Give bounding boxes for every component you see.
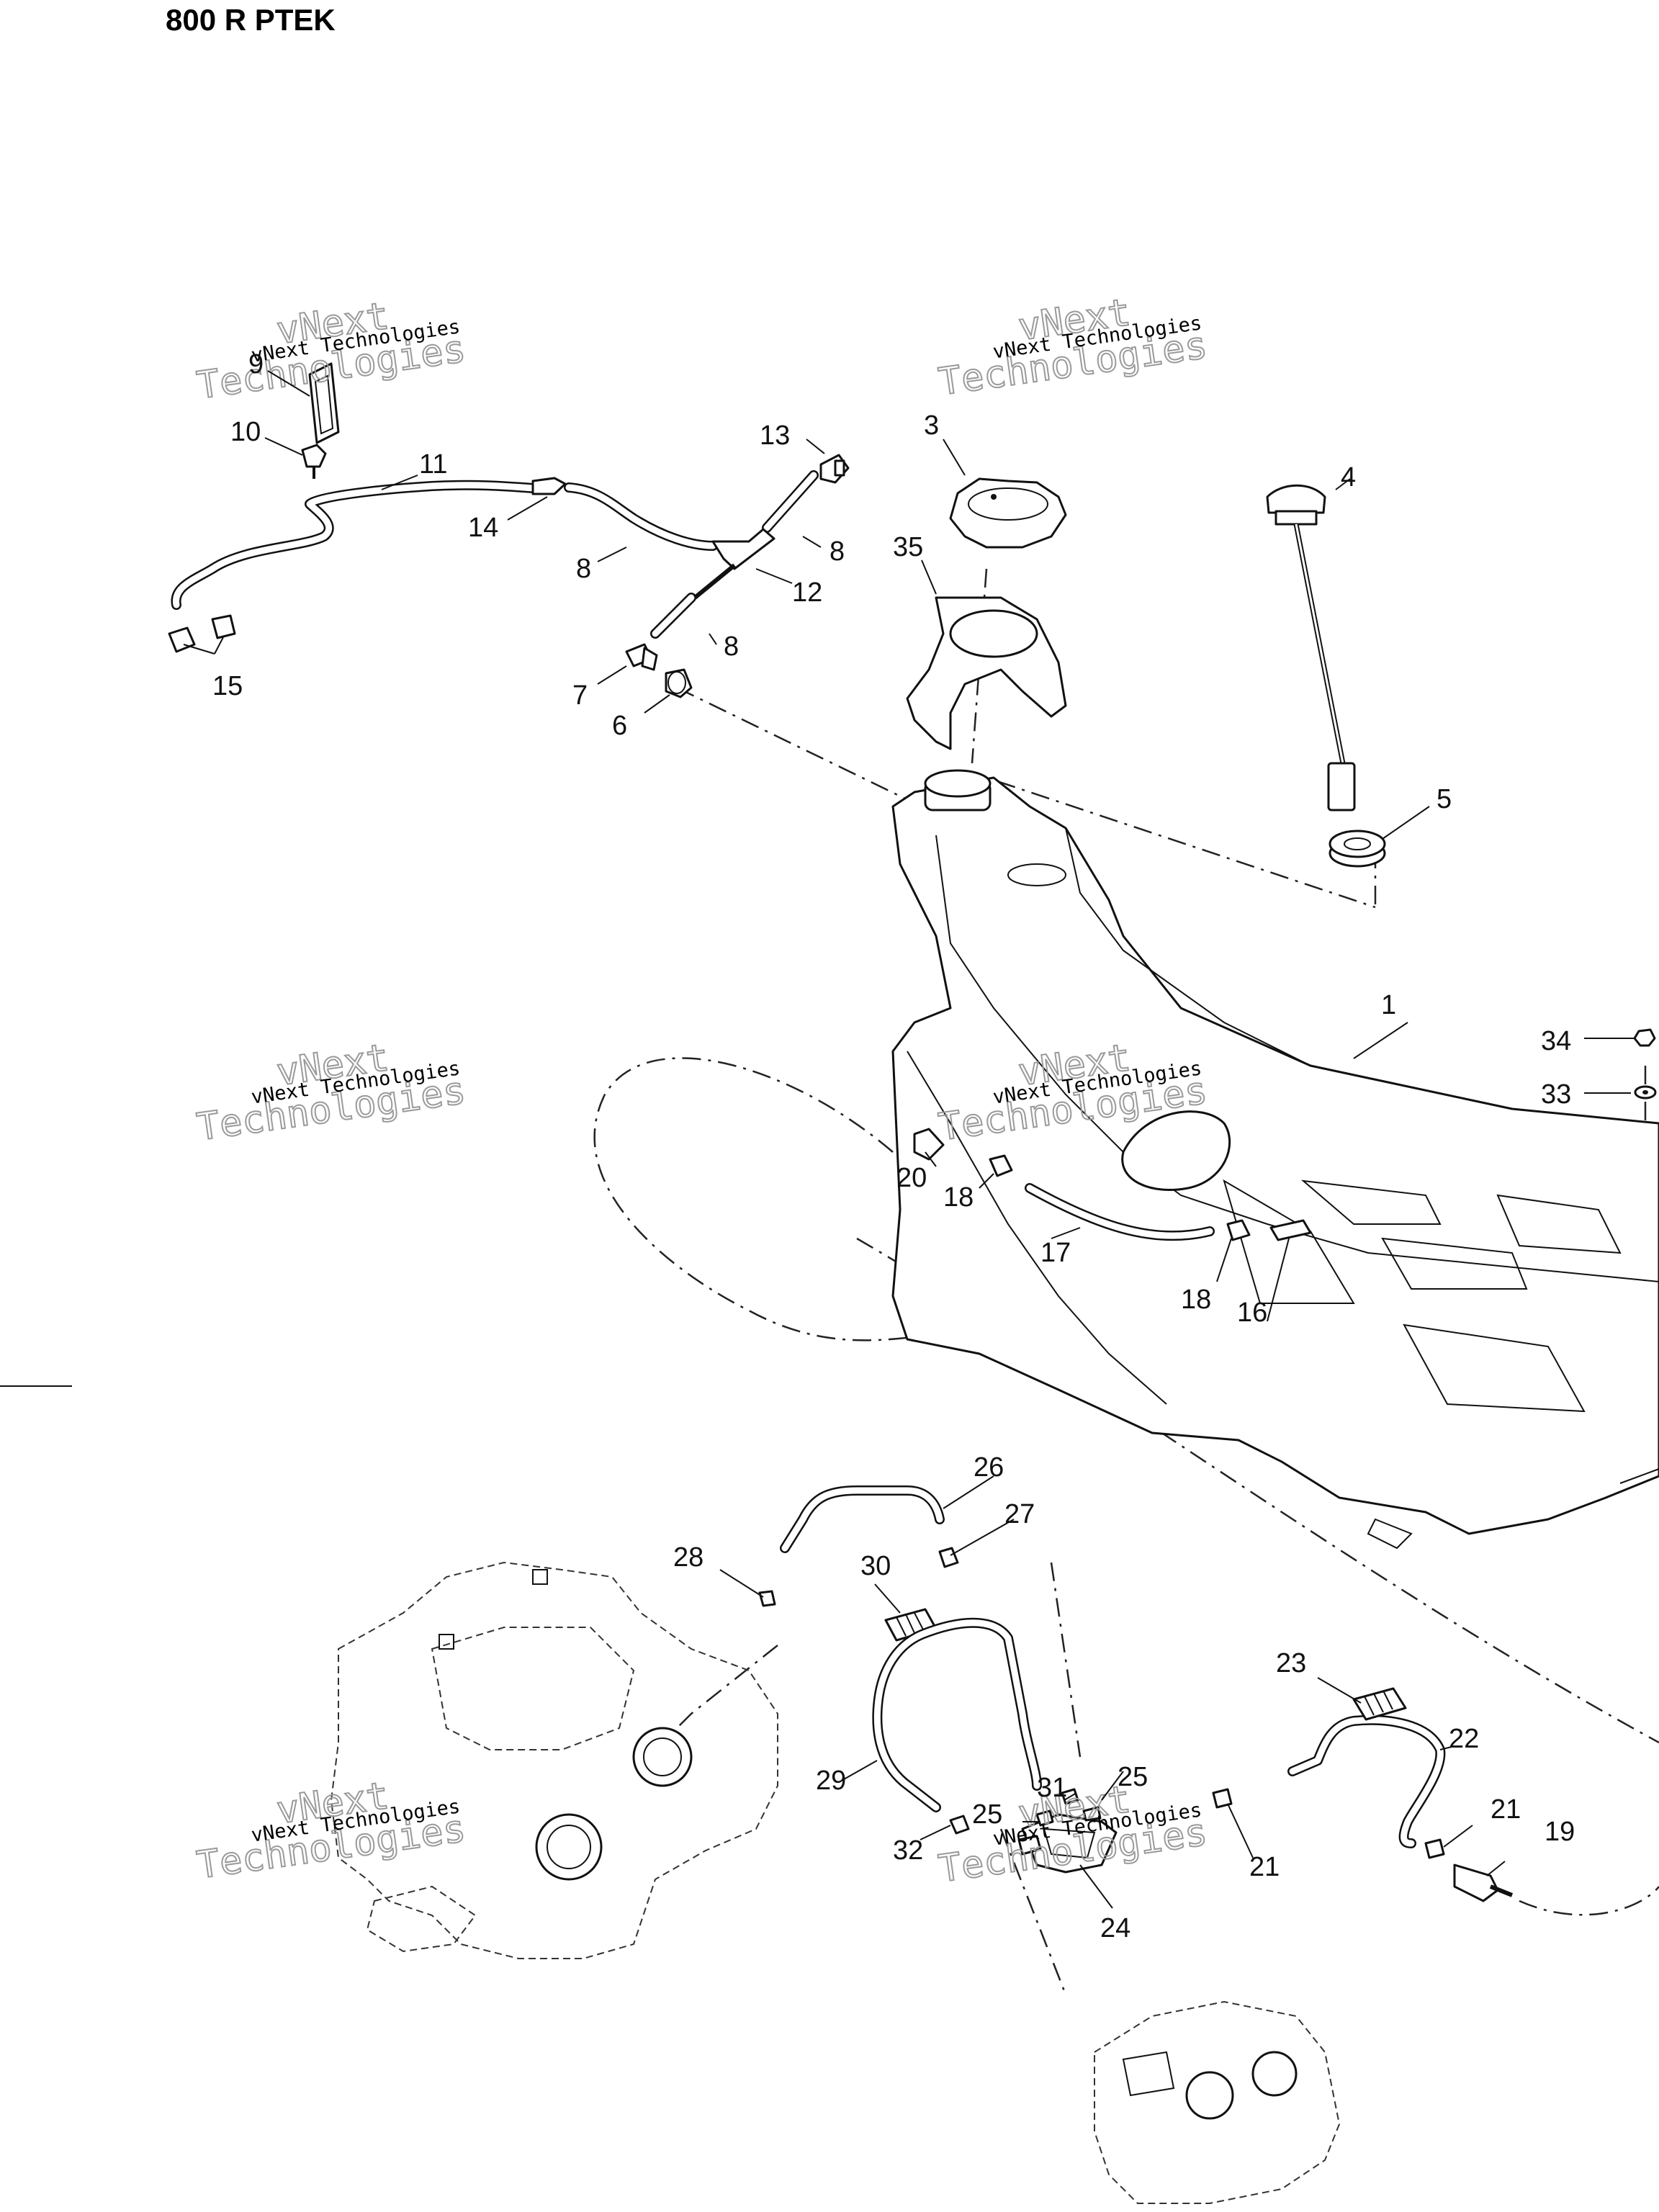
- callout-13: 13: [760, 421, 790, 451]
- callout-35: 35: [893, 532, 923, 562]
- cap-bracket: [906, 596, 1067, 750]
- nut-washer: [1633, 1028, 1657, 1100]
- fuel-cap: [949, 477, 1067, 549]
- callout-9: 9: [248, 349, 264, 379]
- callout-17: 17: [1040, 1238, 1071, 1268]
- callout-32: 32: [893, 1835, 923, 1866]
- callout-8c: 8: [724, 631, 739, 662]
- callout-6: 6: [612, 711, 627, 741]
- callout-21a: 21: [1249, 1852, 1280, 1882]
- tank-fuel-line: [913, 1128, 1312, 1241]
- callout-11: 11: [419, 449, 447, 480]
- grommet: [1328, 830, 1386, 868]
- callout-26: 26: [974, 1452, 1004, 1483]
- callout-31: 31: [1037, 1773, 1067, 1803]
- callout-30: 30: [860, 1551, 891, 1581]
- fuel-gauge-rod: [1266, 484, 1356, 811]
- carburetors: [1094, 2000, 1341, 2204]
- callout-18a: 18: [943, 1182, 974, 1213]
- leader-lines: [183, 370, 1635, 1909]
- callout-3: 3: [924, 410, 939, 441]
- routing-loop: [593, 1057, 1369, 1341]
- callout-21b: 21: [1491, 1794, 1521, 1825]
- callout-22: 22: [1449, 1724, 1479, 1754]
- callout-23: 23: [1276, 1648, 1306, 1678]
- callout-28: 28: [673, 1542, 703, 1573]
- callout-20: 20: [896, 1163, 927, 1193]
- callout-10: 10: [230, 417, 261, 447]
- callout-33: 33: [1541, 1079, 1571, 1110]
- callout-27: 27: [1004, 1499, 1035, 1529]
- callout-numbers: 1 3 4 5 6 7 8 8 8 9 10 11 12 13 14 15 16…: [212, 349, 1575, 1943]
- callout-19: 19: [1545, 1817, 1575, 1847]
- vent-assembly: [168, 362, 850, 698]
- callout-34: 34: [1541, 1026, 1571, 1056]
- callout-7: 7: [572, 680, 588, 711]
- lower-fuel-lines: [758, 1485, 1514, 1902]
- engine: [330, 1561, 778, 1959]
- fuel-tank: [891, 769, 1659, 1550]
- callout-1: 1: [1381, 990, 1396, 1020]
- callout-4: 4: [1341, 462, 1356, 493]
- page-title: 800 R PTEK: [166, 3, 336, 37]
- callout-8a: 8: [576, 554, 591, 584]
- callout-16: 16: [1237, 1298, 1267, 1328]
- callout-12: 12: [792, 577, 822, 608]
- callout-8b: 8: [830, 536, 845, 567]
- callout-25b: 25: [1118, 1762, 1148, 1792]
- callout-14: 14: [468, 513, 498, 543]
- callout-29: 29: [816, 1766, 846, 1796]
- callout-25a: 25: [972, 1799, 1002, 1830]
- callout-5: 5: [1437, 784, 1452, 814]
- callout-15: 15: [212, 671, 243, 701]
- callout-24: 24: [1100, 1913, 1130, 1943]
- callout-18b: 18: [1181, 1285, 1211, 1315]
